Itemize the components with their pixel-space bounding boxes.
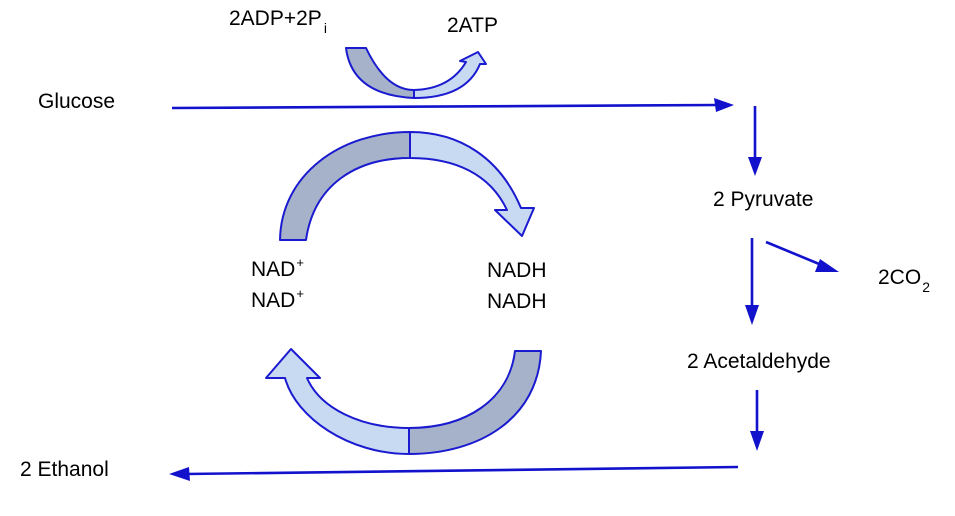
- atp-coupling-curve: [345, 47, 487, 99]
- lower-curve-grey-half: [408, 350, 542, 455]
- nad-to-nadh-curve: [279, 131, 535, 241]
- acetaldehyde-label: 2 Acetaldehyde: [687, 350, 831, 373]
- nad-label-top-superscript: +: [296, 255, 304, 270]
- upper-curve-grey-half: [279, 131, 411, 241]
- pyruvate-to-co2-arrow: [765, 240, 839, 272]
- nad-label-bottom-superscript: +: [296, 286, 304, 301]
- adp-label-main: 2ADP+2P: [229, 7, 322, 30]
- acetaldehyde-down-arrow: [750, 390, 764, 451]
- curved-arrows: [265, 47, 542, 455]
- atp-curve-light-half: [413, 51, 487, 99]
- atp-curve-grey-half: [345, 47, 415, 99]
- co2-label-main: 2CO: [878, 266, 921, 289]
- co2-label: 2CO2: [878, 266, 930, 295]
- nadh-label-bottom: NADH: [487, 290, 547, 313]
- nad-label-top: NAD+: [251, 255, 304, 281]
- glucose-label: Glucose: [38, 90, 115, 113]
- glucose-to-pyruvate-arrow: [171, 98, 734, 112]
- down-to-pyruvate-arrow: [748, 106, 762, 176]
- to-ethanol-arrow: [169, 465, 739, 481]
- adp-label-subscript: i: [324, 20, 327, 36]
- pyruvate-label: 2 Pyruvate: [713, 188, 813, 211]
- upper-curve-light-half: [409, 131, 535, 237]
- nadh-label-top: NADH: [487, 259, 547, 282]
- ethanol-label: 2 Ethanol: [20, 458, 109, 481]
- atp-label: 2ATP: [447, 14, 498, 37]
- nad-label-top-main: NAD: [251, 258, 295, 281]
- lower-curve-light-half: [265, 348, 410, 455]
- pathway-arrows: [169, 98, 839, 481]
- nad-label-bottom: NAD+: [251, 286, 304, 312]
- co2-label-subscript: 2: [922, 279, 930, 295]
- nadh-to-nad-curve: [265, 348, 542, 455]
- pyruvate-to-acetaldehyde-arrow: [745, 238, 759, 325]
- nad-label-bottom-main: NAD: [251, 289, 295, 312]
